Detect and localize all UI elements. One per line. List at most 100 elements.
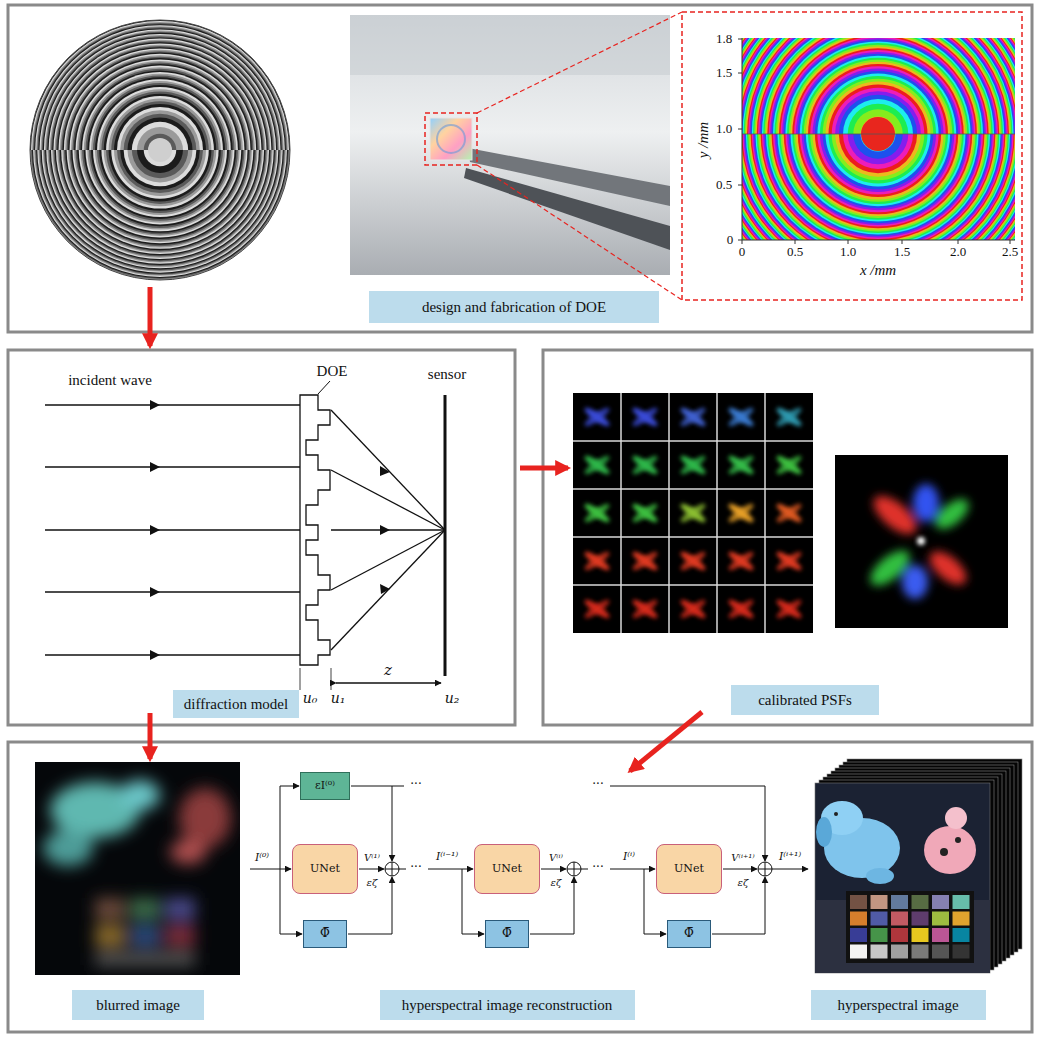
psf-lobe: [582, 597, 611, 621]
art-shape: [55, 150, 266, 255]
psf-lobe: [726, 453, 755, 477]
art-shape: [52, 42, 268, 150]
node-text: Φ̄: [684, 927, 694, 940]
diffraction-sketch: [45, 381, 445, 690]
art-shape: [120, 150, 200, 190]
art-shape: [848, 104, 909, 134]
art-shape: [796, 134, 960, 216]
psf-lobe: [774, 501, 803, 525]
axis-label: y /mm: [695, 122, 712, 158]
node-text: diffraction model: [184, 696, 288, 713]
doe-photo-part: [682, 12, 1022, 300]
zoom-axe-part: [738, 39, 742, 240]
blurred-photo-part-part-part: [95, 925, 125, 947]
psf-lobe: [774, 549, 803, 573]
art-shape: [784, 134, 972, 228]
art-shape: [67, 150, 254, 243]
caption-tag: design and fabrication of DOE: [369, 291, 659, 323]
psf-lobe: [582, 501, 611, 525]
network-wire-part: [765, 877, 766, 934]
art-shape: [37, 27, 282, 150]
network-wire-part: [541, 869, 566, 870]
art-shape: [782, 38, 974, 134]
art-shape: [770, 38, 986, 134]
signal-label: V⁽¹⁾: [364, 852, 380, 863]
art-shape: [114, 150, 206, 196]
art-shape: [742, 38, 1015, 134]
art-shape: [742, 38, 1015, 134]
node-text: UNet: [310, 863, 340, 875]
checker-patch: [871, 928, 888, 942]
psf-lobe: [726, 597, 755, 621]
art-shape: [97, 150, 223, 213]
art-shape: [742, 38, 1015, 134]
diagram-label: u₂: [445, 691, 460, 706]
art-shape: [43, 33, 277, 150]
diffraction-sketch-part: [45, 529, 300, 530]
network-wire-part: [280, 934, 302, 935]
hyperspectral-photo-part: [816, 817, 832, 847]
sum-node-part: [758, 862, 772, 876]
art-shape: [753, 134, 1003, 240]
art-shape: [144, 150, 177, 166]
art-shape: [826, 134, 931, 187]
art-shape: [762, 38, 994, 134]
zoom-rings: [703, 0, 1038, 309]
art-shape: [757, 134, 999, 240]
diffraction-sketch-part: [331, 410, 445, 530]
art-shape: [800, 56, 957, 134]
art-shape: [853, 134, 903, 159]
doe-photo-part: [477, 12, 682, 113]
art-shape: [742, 134, 1013, 240]
sum-node-part: [385, 862, 399, 876]
art-shape: [853, 109, 903, 134]
art-shape: [77, 150, 243, 233]
psf-lobe: [726, 405, 755, 429]
diagram-label: z: [384, 662, 392, 679]
art-shape: [31, 150, 289, 279]
unet-block: UNet: [656, 844, 722, 894]
node-text: hyperspectral image reconstruction: [402, 997, 613, 1014]
art-shape: [742, 134, 1015, 240]
art-shape: [742, 38, 1015, 134]
psf-lobe: [726, 453, 755, 477]
art-shape: [742, 38, 1015, 134]
checker-patch: [850, 895, 867, 909]
art-shape: [52, 150, 268, 258]
art-shape: [32, 150, 288, 278]
psf-grid-part: [582, 405, 803, 621]
network-wire-part: [280, 786, 281, 934]
art-shape: [93, 150, 227, 217]
art-shape: [114, 104, 206, 150]
psf-lobe: [678, 453, 707, 477]
art-shape: [742, 134, 1015, 240]
art-shape: [742, 134, 1015, 240]
network-wire-part: [392, 786, 393, 861]
art-shape: [124, 114, 197, 150]
art-shape: [777, 38, 978, 134]
checker-patch: [891, 928, 908, 942]
art-shape: [72, 62, 247, 150]
art-shape: [65, 150, 255, 245]
node-text: hyperspectral image: [837, 997, 958, 1014]
art-shape: [742, 134, 1015, 240]
blurred-photo-part-part-part: [165, 925, 195, 947]
art-shape: [56, 150, 264, 254]
art-shape: [128, 118, 193, 151]
art-shape: [742, 38, 1015, 134]
art-shape: [787, 134, 969, 225]
art-shape: [60, 50, 260, 150]
art-shape: [742, 134, 1015, 240]
art-shape: [39, 29, 280, 150]
art-shape: [742, 38, 1015, 134]
psf-lobe: [774, 405, 803, 429]
axis-label: 1.8: [716, 32, 732, 46]
signal-label: ···: [592, 778, 603, 791]
checker-patch: [912, 895, 929, 909]
art-shape: [757, 38, 999, 134]
art-shape: [787, 43, 969, 134]
art-shape: [30, 150, 290, 280]
blurred-photo-part-part-part: [130, 898, 160, 920]
art-shape: [60, 150, 260, 250]
checker-patch: [891, 895, 908, 909]
